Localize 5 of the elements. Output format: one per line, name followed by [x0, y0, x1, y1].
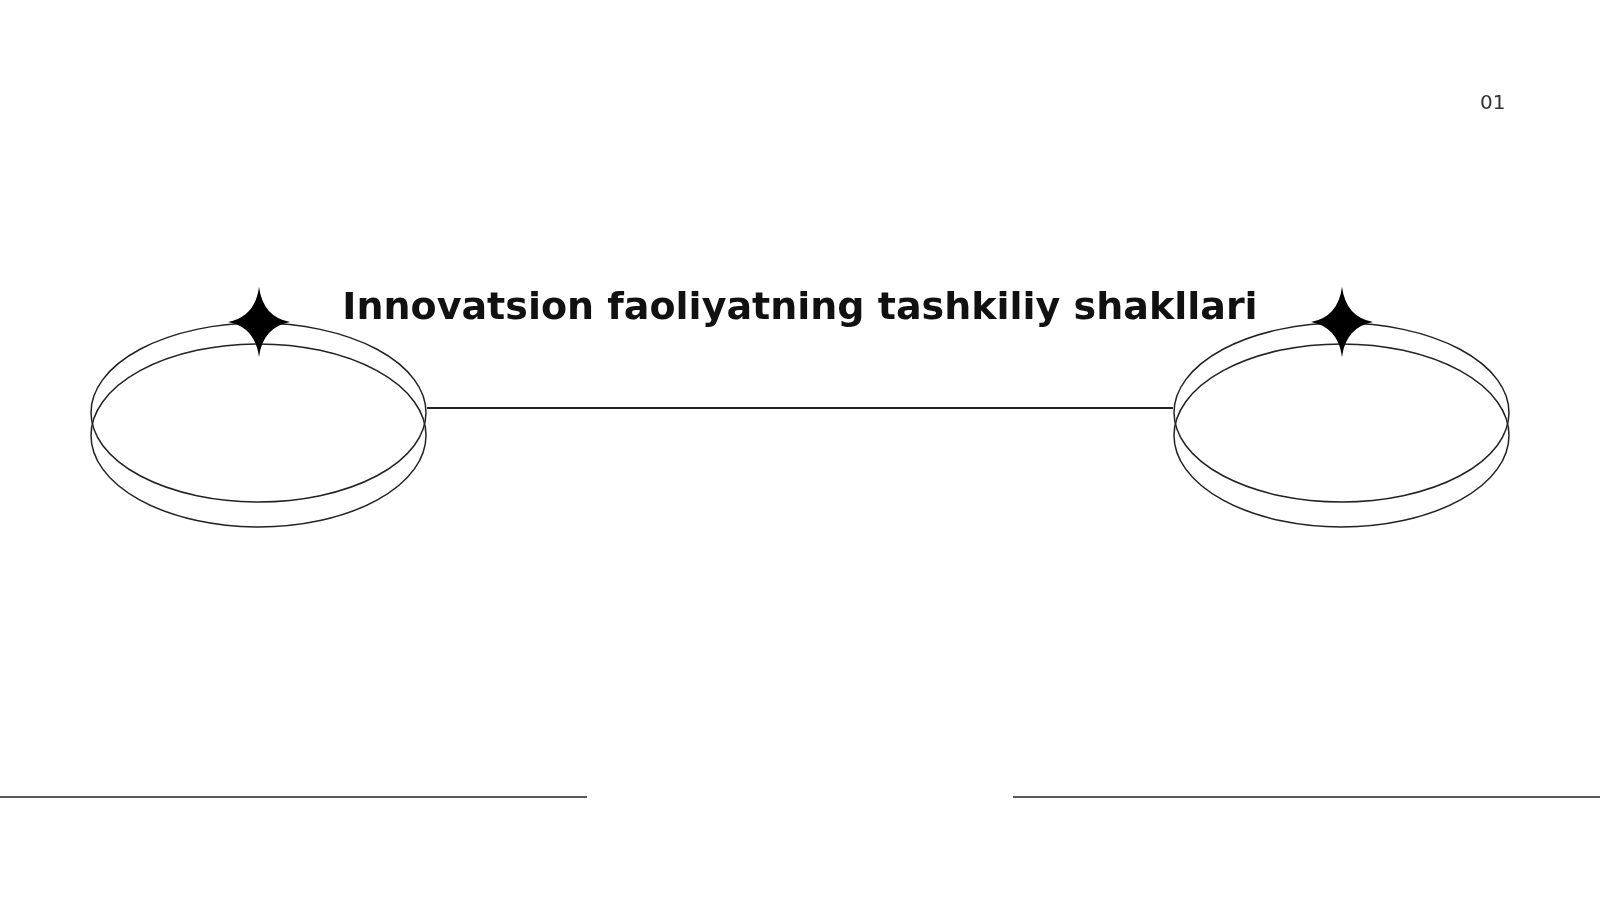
- ellipse-ring-shape: [1173, 321, 1510, 529]
- page-number: 01: [1480, 90, 1506, 114]
- ellipse-ring-shape: [90, 321, 427, 529]
- connector-line: [426, 407, 1174, 409]
- slide-title: Innovatsion faoliyatning tashkiliy shakllari: [341, 284, 1259, 328]
